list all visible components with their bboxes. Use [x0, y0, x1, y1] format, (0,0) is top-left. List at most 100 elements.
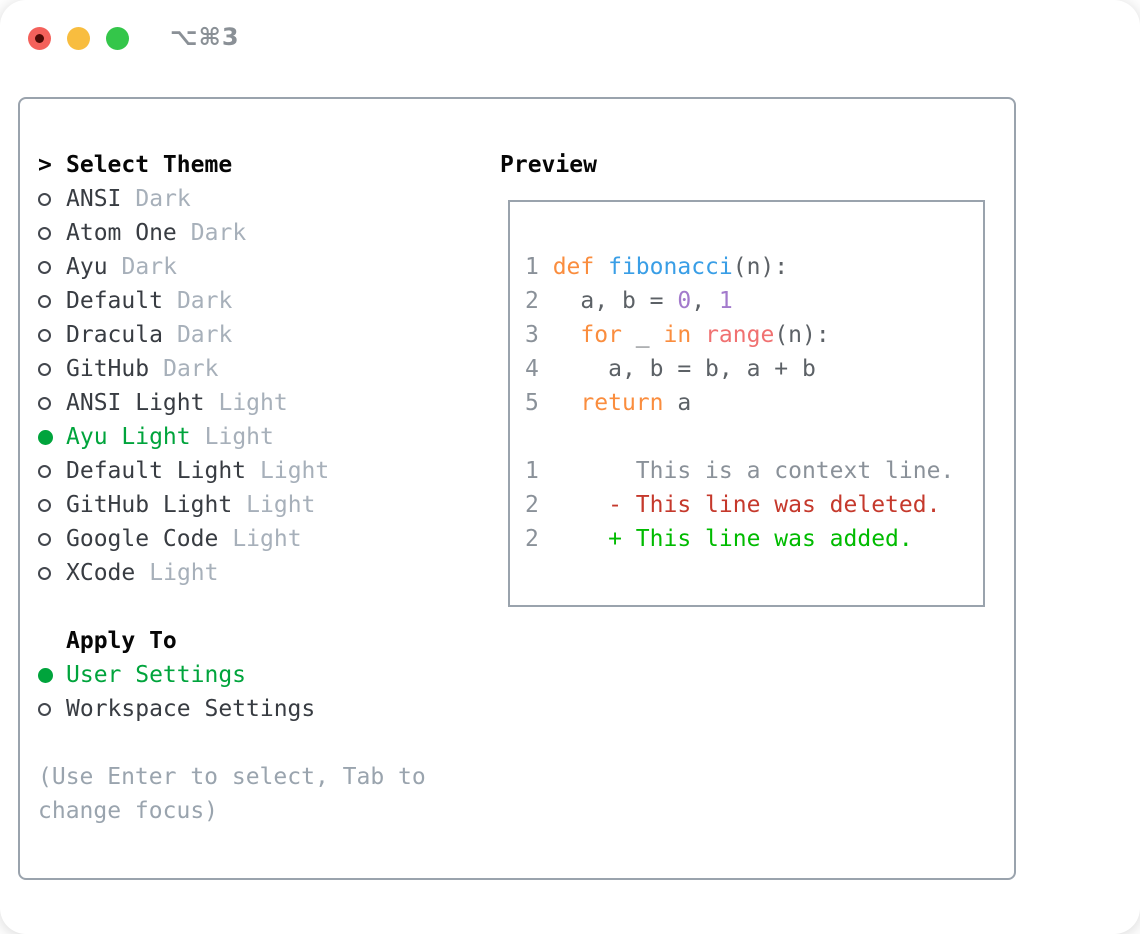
select-theme-title: Select Theme	[66, 152, 233, 178]
theme-name: ANSI Light	[66, 390, 205, 416]
theme-item-default-dark[interactable]: Default Dark	[38, 284, 426, 318]
theme-variant-badge: Light	[260, 458, 330, 484]
code-segment-kw: in	[663, 322, 692, 348]
theme-item-ansi-light[interactable]: ANSI Light Light	[38, 386, 426, 420]
theme-item-xcode-light[interactable]: XCode Light	[38, 556, 426, 590]
zoom-button[interactable]	[106, 27, 129, 50]
code-line: 3 for _ in range(n):	[525, 318, 954, 352]
code-segment-txt	[594, 254, 608, 280]
radio-icon	[38, 226, 66, 240]
code-segment-txt	[539, 458, 636, 484]
radio-selected-icon	[38, 429, 66, 445]
apply-option-workspace-settings[interactable]: Workspace Settings	[38, 692, 426, 726]
theme-variant-badge: Light	[232, 526, 302, 552]
code-segment-txt: _	[621, 322, 664, 348]
code-segment-sp: range	[705, 322, 775, 348]
theme-item-default-light[interactable]: Default Light Light	[38, 454, 426, 488]
code-segment-const: 1	[718, 288, 733, 314]
preview-header: Preview	[500, 152, 597, 178]
theme-item-google-code-light[interactable]: Google Code Light	[38, 522, 426, 556]
theme-name: Google Code	[66, 526, 219, 552]
spacer	[38, 590, 426, 624]
radio-selected-icon	[38, 667, 66, 683]
code-segment-kw: return	[580, 390, 664, 416]
hint-line-1: (Use Enter to select, Tab to	[38, 760, 426, 794]
theme-name: GitHub	[66, 356, 150, 382]
theme-name: Ayu Light	[66, 424, 191, 450]
main-panel: > Select Theme ANSI Dark Atom One Dark A…	[18, 97, 1016, 880]
code-segment-lineno: 2	[525, 526, 539, 552]
minimize-button[interactable]	[67, 27, 90, 50]
apply-to-header: Apply To	[38, 624, 426, 658]
prompt-caret: >	[38, 152, 52, 178]
radio-icon	[38, 362, 66, 376]
code-line: 2 a, b = 0, 1	[525, 284, 954, 318]
radio-icon	[38, 328, 66, 342]
theme-variant-badge: Dark	[176, 322, 233, 348]
code-segment-lineno: 2	[525, 492, 539, 518]
theme-variant-badge: Dark	[176, 288, 233, 314]
code-segment-del: - This line was deleted.	[608, 492, 941, 518]
theme-item-ayu-light[interactable]: Ayu Light Light	[38, 420, 426, 454]
theme-variant-badge: Light	[246, 492, 316, 518]
theme-name: Ayu	[66, 254, 108, 280]
code-segment-lineno: 5	[525, 390, 539, 416]
theme-item-ansi-dark[interactable]: ANSI Dark	[38, 182, 426, 216]
code-segment-txt	[539, 390, 581, 416]
apply-option-user-settings[interactable]: User Settings	[38, 658, 426, 692]
theme-variant-badge: Dark	[135, 186, 191, 212]
radio-icon	[38, 532, 66, 546]
theme-variant-badge: Dark	[190, 220, 247, 246]
apply-option-name: User Settings	[66, 662, 247, 688]
spacer	[38, 726, 426, 760]
code-segment-kw: for	[580, 322, 622, 348]
code-segment-txt	[691, 322, 705, 348]
code-segment-txt	[539, 322, 581, 348]
theme-item-atom-one-dark[interactable]: Atom One Dark	[38, 216, 426, 250]
titlebar: ⌥⌘3	[0, 0, 1140, 75]
theme-name: Default	[66, 288, 163, 314]
code-segment-txt: ,	[691, 288, 719, 314]
code-segment-lineno: 2	[525, 288, 539, 314]
theme-variant-badge: Light	[149, 560, 219, 586]
code-segment-lineno: 1	[525, 458, 539, 484]
code-segment-txt: (n):	[732, 254, 789, 280]
theme-item-dracula-dark[interactable]: Dracula Dark	[38, 318, 426, 352]
theme-name: Atom One	[66, 220, 177, 246]
code-segment-lineno: 4	[525, 356, 539, 382]
hint-text: change focus)	[38, 798, 219, 824]
radio-icon	[38, 294, 66, 308]
code-line: 2 + This line was added.	[525, 522, 954, 556]
radio-icon	[38, 464, 66, 478]
apply-option-name: Workspace Settings	[66, 696, 316, 722]
code-segment-txt: a	[663, 390, 692, 416]
theme-name: ANSI	[66, 186, 122, 212]
theme-name: XCode	[66, 560, 136, 586]
theme-name: GitHub Light	[66, 492, 233, 518]
code-line	[525, 420, 954, 454]
code-line: 5 return a	[525, 386, 954, 420]
theme-name: Dracula	[66, 322, 163, 348]
close-button[interactable]	[28, 27, 51, 50]
hint-text: (Use Enter to select, Tab to	[38, 764, 426, 790]
code-line: 2 - This line was deleted.	[525, 488, 954, 522]
theme-variant-badge: Light	[218, 390, 288, 416]
code-segment-kw: def	[552, 254, 595, 280]
theme-list: > Select Theme ANSI Dark Atom One Dark A…	[38, 148, 426, 828]
code-segment-txt: (n):	[774, 322, 830, 348]
theme-item-ayu-dark[interactable]: Ayu Dark	[38, 250, 426, 284]
traffic-lights	[28, 27, 129, 50]
theme-item-github-dark[interactable]: GitHub Dark	[38, 352, 426, 386]
hint-line-2: change focus)	[38, 794, 426, 828]
theme-variant-badge: Dark	[163, 356, 219, 382]
theme-item-github-light[interactable]: GitHub Light Light	[38, 488, 426, 522]
code-segment-lineno: 3	[525, 322, 539, 348]
code-segment-lineno: 1	[525, 254, 553, 280]
code-segment-const: 0	[677, 288, 692, 314]
theme-variant-badge: Dark	[121, 254, 177, 280]
radio-icon	[38, 260, 66, 274]
code-segment-add: + This line was added.	[608, 526, 913, 552]
code-segment-txt	[539, 492, 608, 518]
